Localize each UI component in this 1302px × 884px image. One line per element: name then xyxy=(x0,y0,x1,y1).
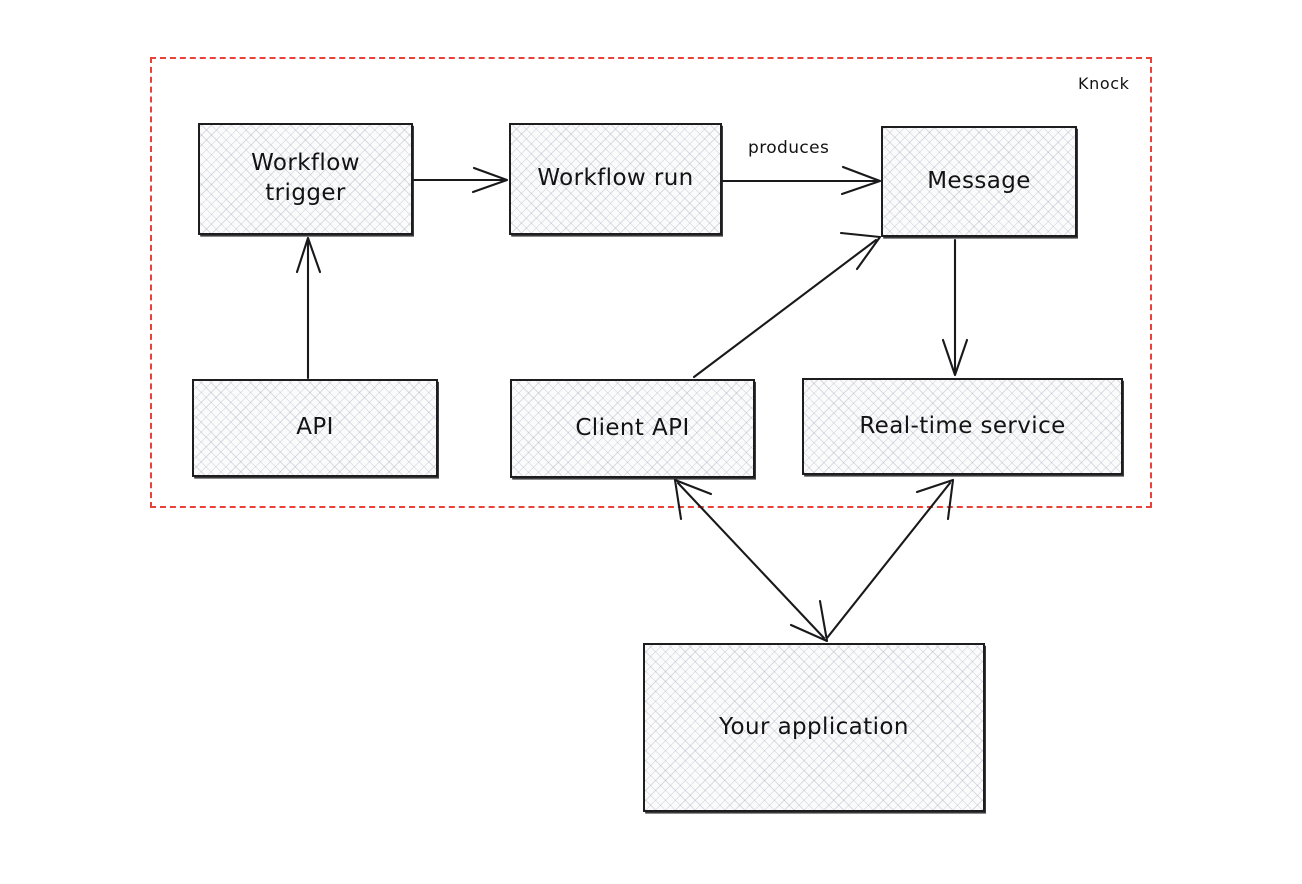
node-api[interactable]: API xyxy=(192,379,438,477)
node-workflow-run-label: Workflow run xyxy=(537,165,694,192)
knock-boundary xyxy=(150,57,1152,508)
node-client-api[interactable]: Client API xyxy=(510,379,755,478)
edge-label-produces: produces xyxy=(748,138,830,158)
node-your-application-label: Your application xyxy=(719,713,909,740)
node-message-label: Message xyxy=(927,167,1031,194)
node-workflow-trigger-line2: trigger xyxy=(265,180,346,206)
node-workflow-run[interactable]: Workflow run xyxy=(509,123,722,235)
node-message[interactable]: Message xyxy=(881,126,1077,237)
node-realtime-service[interactable]: Real-time service xyxy=(802,378,1123,475)
node-realtime-service-label: Real-time service xyxy=(859,412,1066,439)
knock-boundary-label: Knock xyxy=(1078,74,1130,93)
node-workflow-trigger[interactable]: Workflow trigger xyxy=(198,123,413,235)
node-your-application[interactable]: Your application xyxy=(643,643,985,812)
node-client-api-label: Client API xyxy=(575,414,690,441)
node-workflow-trigger-line1: Workflow xyxy=(251,150,360,177)
node-api-label: API xyxy=(296,414,334,441)
